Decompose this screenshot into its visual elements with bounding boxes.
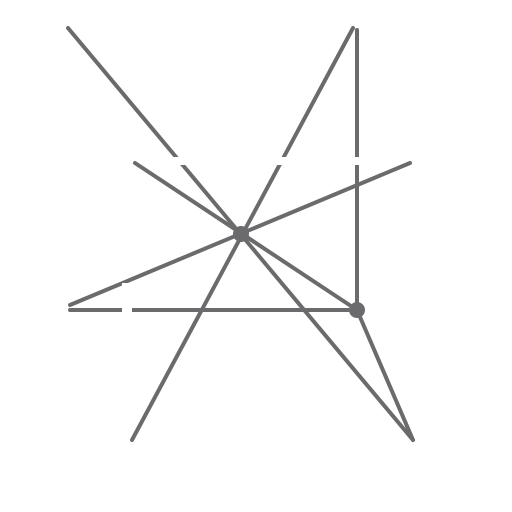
center-vertex — [233, 226, 249, 242]
line-right-vertex-to-bottom-right — [355, 308, 415, 442]
vertices-layer — [233, 226, 365, 318]
line-gap-2 — [276, 157, 294, 165]
line-gap-1 — [172, 157, 190, 165]
right-vertex — [349, 302, 365, 318]
line-gap-4 — [122, 283, 132, 293]
line-gap-5 — [122, 302, 132, 314]
line-gap-3 — [351, 157, 365, 165]
